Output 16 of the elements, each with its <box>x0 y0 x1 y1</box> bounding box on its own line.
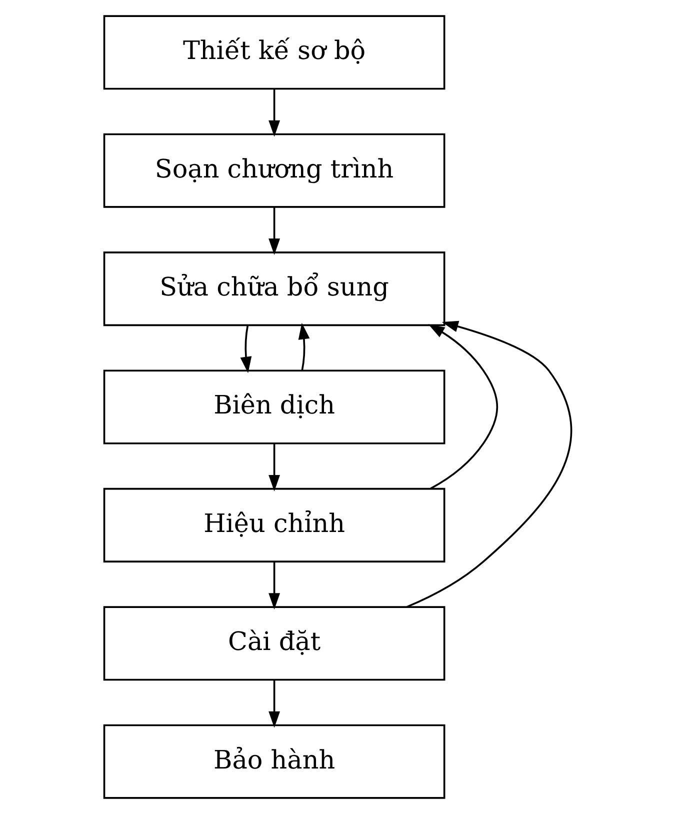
arrow <box>268 207 280 255</box>
arrow <box>240 325 252 374</box>
node-box: Thiết kế sơ bộ <box>103 15 446 90</box>
arrow <box>428 324 498 490</box>
arrow <box>268 680 280 728</box>
node-box: Sửa chữa bổ sung <box>103 252 446 326</box>
arrow <box>268 444 280 492</box>
arrow <box>268 562 280 610</box>
node-box: Cài đặt <box>103 606 446 681</box>
node-box: Soạn chương trình <box>103 133 446 208</box>
arrow <box>268 89 280 137</box>
arrow <box>298 322 310 371</box>
node-box: Hiệu chỉnh <box>103 488 446 562</box>
arrow <box>406 320 572 608</box>
node-box: Biên dịch <box>103 370 446 444</box>
node-box: Bảo hành <box>103 724 446 799</box>
